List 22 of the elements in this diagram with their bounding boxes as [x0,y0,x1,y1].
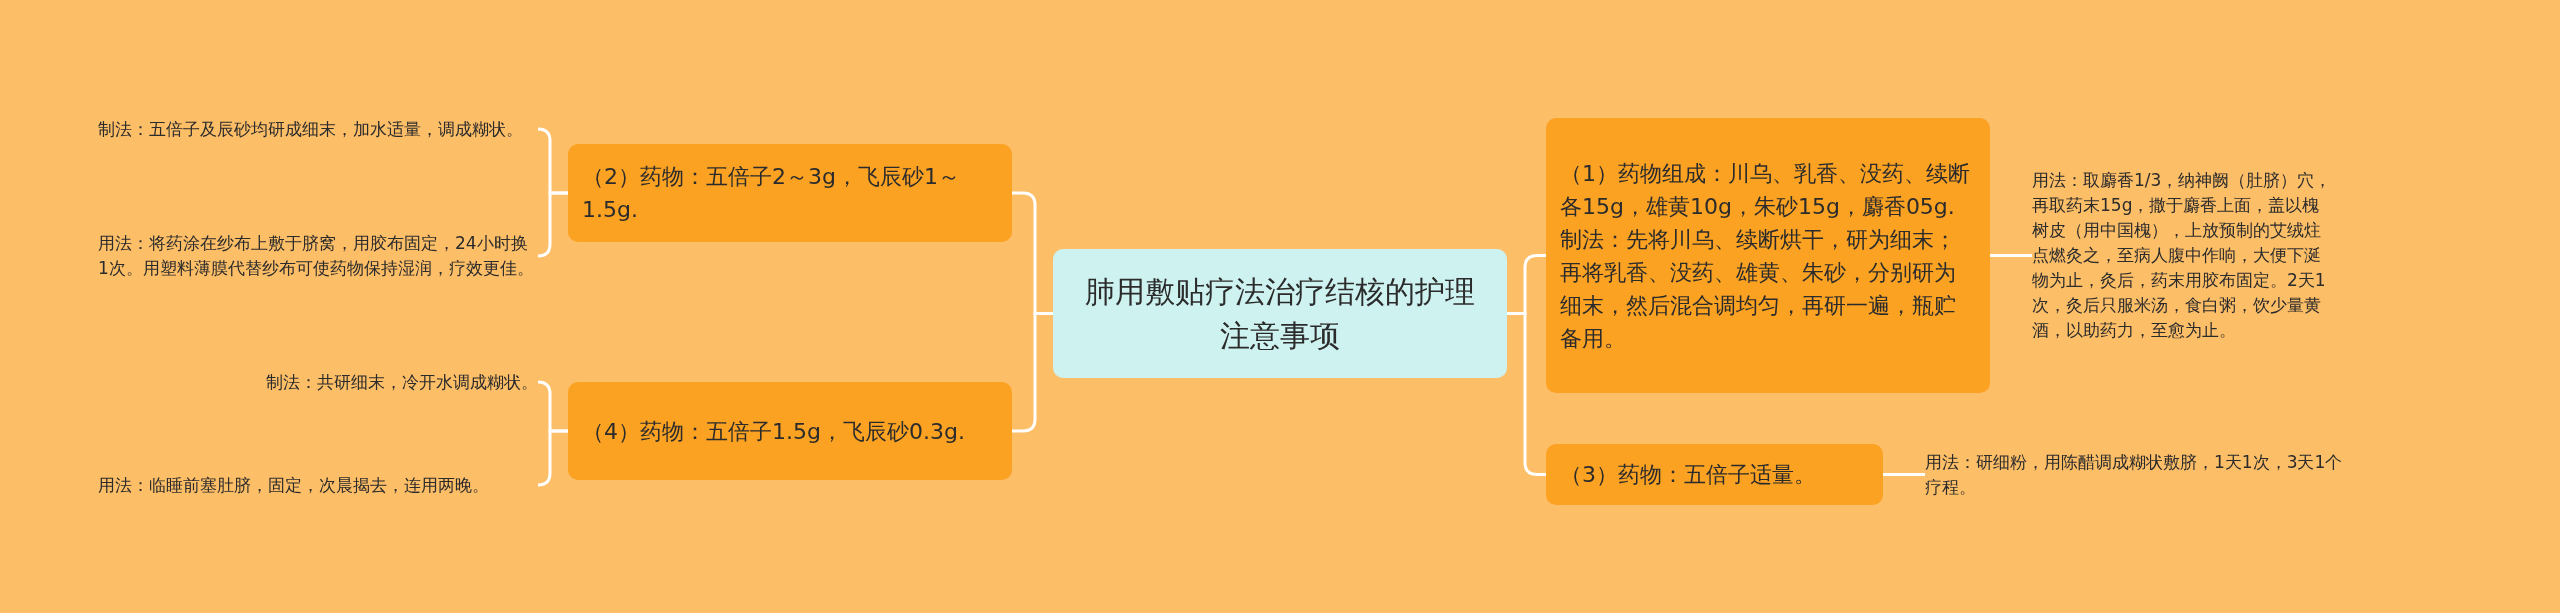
connector-line [1012,312,1053,433]
note-text: 用法：将药涂在纱布上敷于脐窝，用胶布固定，24小时换1次。用塑料薄膜代替纱布可使药物保持湿润，疗效更佳。 [98,232,535,280]
note-text: 制法：共研细末，冷开水调成糊状。 [266,370,538,394]
box-text: （2）药物：五倍子2～3g，飞辰砂1～1.5g. [582,163,961,224]
box-text: （4）药物：五倍子1.5g，飞辰砂0.3g. [582,417,965,446]
connector-line [1507,312,1546,476]
box-text: （1）药物组成：川乌、乳香、没药、续断各15g，雄黄10g，朱砂15g，麝香05g.制法：先将川乌、续断烘干，研为细末；再将乳香、没药、雄黄、朱砂，分别研为细末，然后混合调均匀，再研一遍，瓶贮备用。 [1560,159,1971,353]
box-text: 肺用敷贴疗法治疗结核的护理注意事项 [1084,272,1476,355]
connector-line [1883,473,1925,476]
box-text: （3）药物：五倍子适量。 [1560,461,1816,489]
note-text: 用法：研细粉，用陈醋调成糊状敷脐，1天1次，3天1个疗程。 [1925,451,2344,499]
subtopic-box [568,144,1012,242]
topic-box [1053,249,1507,378]
note-text: 制法：五倍子及辰砂均研成细末，加水适量，调成糊状。 [98,117,523,141]
connector-line [1990,254,2032,257]
subtopic-box [568,382,1012,480]
note-text: 用法：取麝香1/3，纳神阙（肚脐）穴，再取药末15g，撒于麝香上面，盖以槐树皮（用中国槐），上放预制的艾绒炷点燃灸之，至病人腹中作响，大便下涎物为止，灸后，药末用胶布固定。2天1次，灸后只服米汤，食白粥，饮少量黄酒，以助药力，至愈为止。 [2032,168,2332,342]
connector-line [536,429,568,487]
subtopic-box [1546,444,1883,505]
note-text: 用法：临睡前塞肚脐，固定，次晨揭去，连用两晚。 [98,473,489,497]
subtopic-box [1546,118,1990,393]
connector-line [536,191,568,258]
